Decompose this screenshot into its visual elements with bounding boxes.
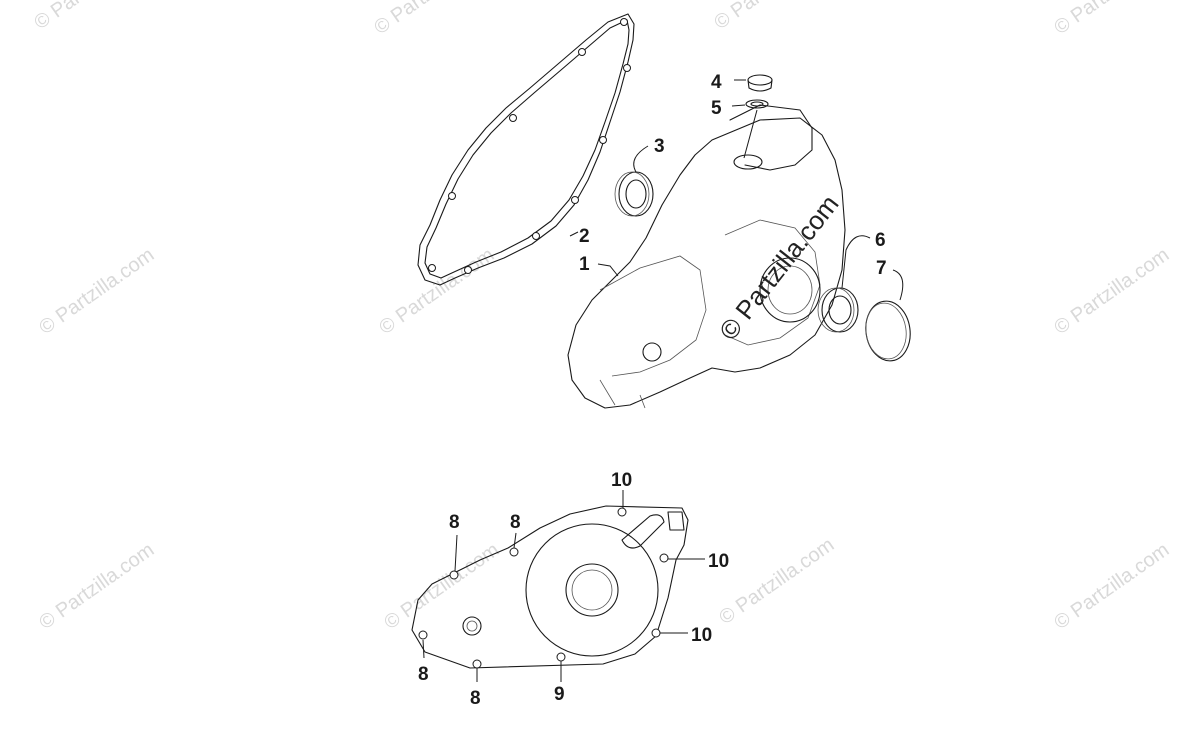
callout-6: 6 bbox=[875, 230, 886, 251]
callout-3: 3 bbox=[654, 136, 665, 157]
watermark-text: © Partzilla.com bbox=[380, 539, 503, 634]
watermark-text: © Partzilla.com bbox=[1050, 244, 1173, 339]
outer-cover-part bbox=[411, 505, 689, 669]
watermark-layer: © Partzilla.com © Partzilla.com © Partzi… bbox=[30, 0, 1173, 634]
clutch-cover-part bbox=[567, 104, 846, 409]
watermark-text: © Partzilla.com bbox=[35, 244, 158, 339]
watermark-text: © Partzilla.com bbox=[375, 244, 498, 339]
callout-8: 8 bbox=[418, 664, 429, 685]
callout-5: 5 bbox=[711, 98, 722, 119]
watermark-text: © Partzilla.com bbox=[1050, 0, 1173, 39]
callout-2: 2 bbox=[579, 226, 590, 247]
gasket-part bbox=[417, 13, 635, 286]
leader-lines bbox=[422, 79, 904, 682]
watermark-text: © Partzilla.com bbox=[370, 0, 493, 39]
plug-part bbox=[747, 74, 773, 92]
callout-8: 8 bbox=[510, 512, 521, 533]
watermark-text: © Partzilla.com bbox=[1050, 539, 1173, 634]
callout-4: 4 bbox=[711, 72, 722, 93]
callout-8: 8 bbox=[449, 512, 460, 533]
callout-1: 1 bbox=[579, 254, 590, 275]
callout-10: 10 bbox=[708, 551, 729, 572]
o-ring-part bbox=[745, 99, 769, 109]
callout-7: 7 bbox=[876, 258, 887, 279]
callout-10: 10 bbox=[611, 470, 632, 491]
bearing-part bbox=[614, 171, 654, 217]
callout-10: 10 bbox=[691, 625, 712, 646]
watermark-text: © Partzilla.com bbox=[710, 0, 833, 34]
watermark-text: © Partzilla.com bbox=[35, 539, 158, 634]
callout-9: 9 bbox=[554, 684, 565, 705]
cap-part bbox=[865, 300, 911, 362]
watermark-text: © Partzilla.com bbox=[715, 534, 838, 629]
callout-8: 8 bbox=[470, 688, 481, 709]
callout-labels: 1 2 3 4 5 6 7 8 8 8 8 9 10 10 10 bbox=[418, 72, 887, 709]
watermark-text: © Partzilla.com bbox=[30, 0, 153, 34]
seal-part bbox=[817, 287, 859, 333]
